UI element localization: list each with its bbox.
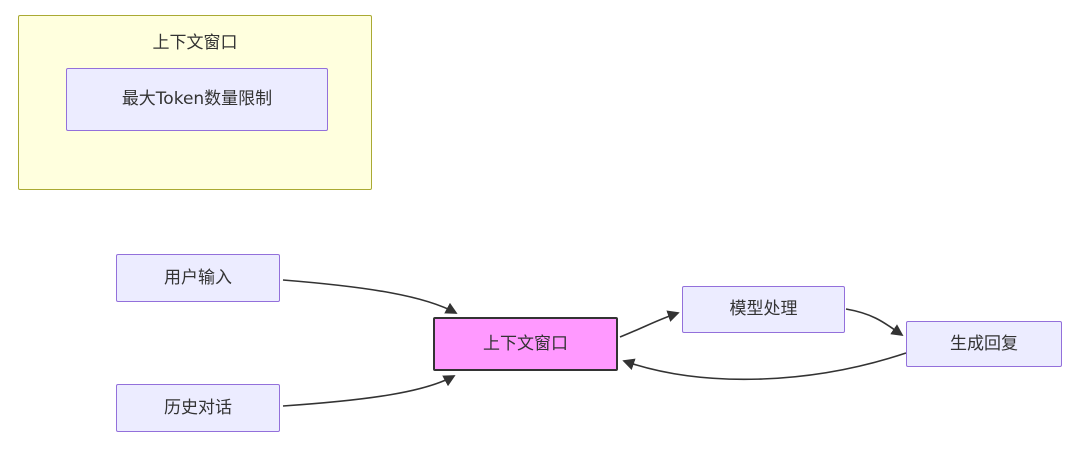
edge-reply-to-context: [622, 352, 907, 381]
node-user-input: 用户输入: [116, 254, 280, 302]
node-context-window: 上下文窗口: [433, 317, 618, 371]
node-history-dialog: 历史对话: [116, 384, 280, 432]
edge-user-input-to-context: [282, 279, 458, 314]
edge-model-to-reply: [845, 308, 904, 337]
node-max-token-limit: 最大Token数量限制: [66, 68, 328, 131]
subgraph-context-window: 上下文窗口 最大Token数量限制: [18, 15, 372, 190]
subgraph-title: 上下文窗口: [152, 33, 238, 53]
node-generate-reply: 生成回复: [906, 321, 1062, 367]
edge-context-to-model: [619, 310, 680, 338]
node-model-process: 模型处理: [682, 286, 845, 333]
edge-history-to-context: [282, 375, 456, 407]
